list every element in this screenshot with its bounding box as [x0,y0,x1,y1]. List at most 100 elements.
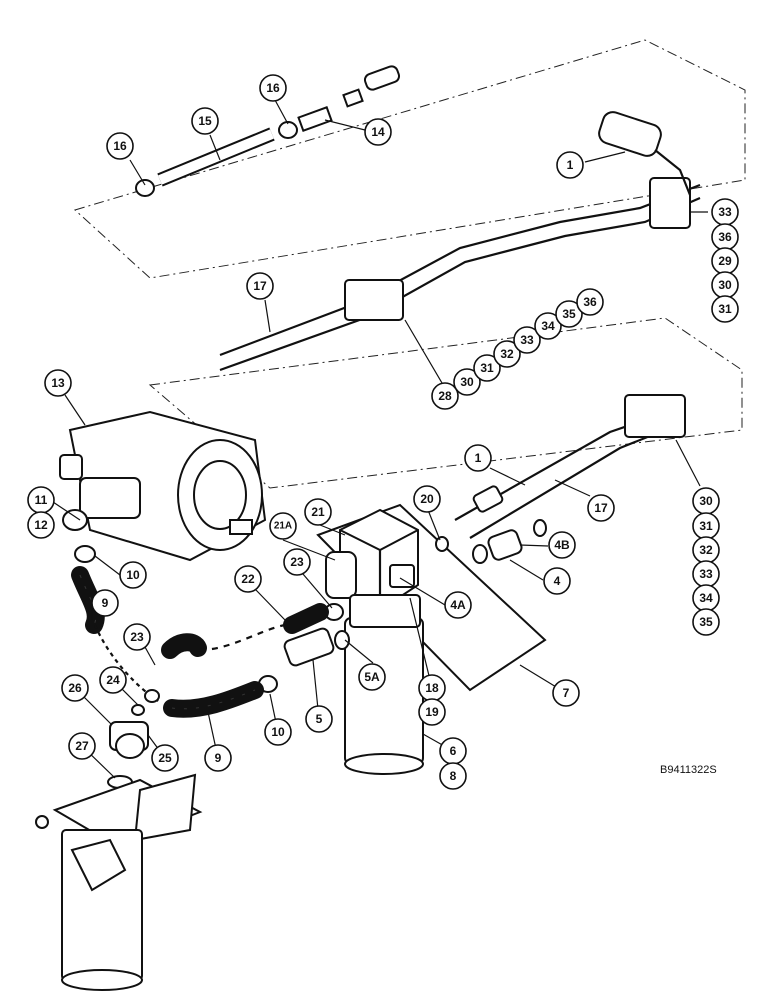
svg-text:1: 1 [567,158,574,172]
svg-text:9: 9 [215,751,222,765]
svg-text:33: 33 [718,205,732,219]
svg-text:22: 22 [241,572,255,586]
svg-text:17: 17 [253,279,267,293]
drawing-number: B9411322S [660,764,717,776]
callout-33a: 33 [711,198,739,226]
callout-5: 5 [305,705,333,733]
callout-35a: 35 [555,300,583,328]
svg-text:18: 18 [425,681,439,695]
callout-1b: 1 [464,444,492,472]
leader-lines [52,99,708,779]
svg-text:31: 31 [718,302,732,316]
callout-8: 8 [439,762,467,790]
callout-4: 4 [543,567,571,595]
callout-7: 7 [552,679,580,707]
callout-30c: 30 [692,487,720,515]
svg-text:25: 25 [158,751,172,765]
svg-text:7: 7 [563,686,570,700]
svg-text:14: 14 [371,125,385,139]
svg-text:27: 27 [75,739,89,753]
svg-text:36: 36 [718,230,732,244]
svg-text:34: 34 [541,319,555,333]
callout-32b: 32 [692,536,720,564]
svg-text:29: 29 [718,254,732,268]
hydraulic-motor [59,410,267,562]
svg-text:16: 16 [113,139,127,153]
upper-mounting-plate [74,39,746,279]
svg-text:28: 28 [438,389,452,403]
svg-text:5A: 5A [364,670,380,684]
callout-4A: 4A [444,591,472,619]
svg-text:30: 30 [718,278,732,292]
callout-21: 21 [304,498,332,526]
svg-text:23: 23 [290,555,304,569]
svg-text:15: 15 [198,114,212,128]
callout-36a: 36 [711,223,739,251]
callout-23a: 23 [283,548,311,576]
svg-text:9: 9 [102,596,109,610]
callout-33b: 33 [513,326,541,354]
callout-12: 12 [27,511,55,539]
svg-text:31: 31 [699,519,713,533]
svg-text:1: 1 [475,451,482,465]
svg-text:26: 26 [68,681,82,695]
upper-hose-assembly [135,65,401,197]
hoses [71,566,329,718]
svg-text:30: 30 [699,494,713,508]
callout-18: 18 [418,674,446,702]
callout-17b: 17 [587,494,615,522]
callout-1a: 1 [556,151,584,179]
callout-20: 20 [413,485,441,513]
svg-text:13: 13 [51,376,65,390]
callout-5A: 5A [358,663,386,691]
svg-text:36: 36 [583,295,597,309]
svg-text:4A: 4A [450,598,466,612]
callout-9a: 9 [91,589,119,617]
svg-text:17: 17 [594,501,608,515]
svg-text:31: 31 [480,361,494,375]
svg-text:19: 19 [425,705,439,719]
lower-tube-run [454,394,686,539]
svg-text:21: 21 [311,505,325,519]
svg-text:33: 33 [520,333,534,347]
callout-34b: 34 [692,584,720,612]
svg-text:20: 20 [420,492,434,506]
callout-26: 26 [61,674,89,702]
callout-17a: 17 [246,272,274,300]
svg-text:11: 11 [35,493,48,507]
callout-32a: 32 [493,340,521,368]
callout-27: 27 [68,732,96,760]
callout-29: 29 [711,247,739,275]
svg-text:33: 33 [699,567,713,581]
callout-34a: 34 [534,312,562,340]
svg-text:32: 32 [699,543,713,557]
callout-6: 6 [439,737,467,765]
svg-text:5: 5 [316,712,323,726]
svg-text:35: 35 [562,307,576,321]
callout-9b: 9 [204,744,232,772]
svg-text:32: 32 [500,347,514,361]
svg-text:4B: 4B [554,538,570,552]
callout-13: 13 [44,369,72,397]
callout-35b: 35 [692,608,720,636]
lower-filter-assembly [35,689,203,991]
callout-22: 22 [234,565,262,593]
svg-text:30: 30 [460,375,474,389]
callout-28: 28 [431,382,459,410]
callout-10a: 10 [119,561,147,589]
callout-11: 11 [27,486,55,514]
callout-4B: 4B [548,531,576,559]
svg-text:10: 10 [126,568,140,582]
callout-31a: 31 [711,295,739,323]
callout-23b: 23 [123,623,151,651]
svg-text:24: 24 [106,673,120,687]
svg-text:35: 35 [699,615,713,629]
svg-text:8: 8 [450,769,457,783]
callout-21A: 21A [269,512,297,540]
callout-16a: 16 [106,132,134,160]
svg-text:4: 4 [554,574,561,588]
svg-text:12: 12 [34,518,48,532]
callout-19: 19 [418,698,446,726]
callout-30b: 30 [453,368,481,396]
